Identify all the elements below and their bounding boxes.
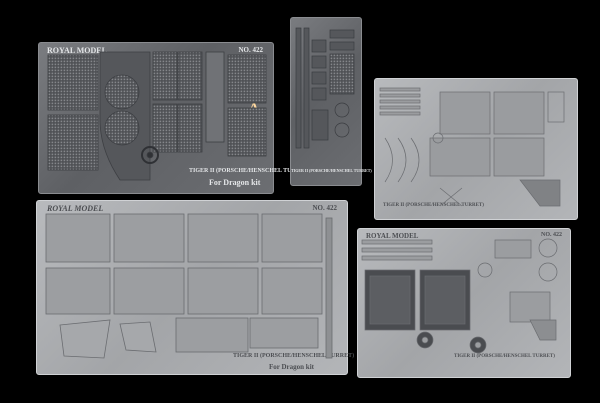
fret-a-title: TIGER II (PORSCHE/HENSCHEL TURRET)	[189, 168, 311, 174]
fret-c-parts	[295, 27, 355, 149]
fret-e-title: TIGER II (PORSCHE/HENSCHEL TURRET)	[454, 354, 555, 359]
fret-e-brand: ROYAL MODEL	[366, 232, 419, 240]
fret-b-title: TIGER II (PORSCHE/HENSCHEL TURRET)	[233, 353, 355, 359]
fret-b-code: NO. 422	[312, 204, 338, 212]
fret-e-parts	[361, 238, 558, 354]
fret-c-title: TIGER II (PORSCHE/HENSCHEL TURRET)	[291, 168, 372, 173]
fret-a-code: NO. 422	[238, 46, 264, 54]
fret-d-title: TIGER II (PORSCHE/HENSCHEL TURRET)	[383, 203, 484, 208]
fret-a-parts	[47, 51, 267, 181]
fret-a-subtitle: For Dragon kit	[209, 178, 261, 187]
fret-a-brand: ROYAL MODEL	[47, 46, 107, 55]
fret-b-brand: ROYAL MODEL	[47, 204, 104, 213]
fret-e-code: NO. 422	[541, 232, 562, 238]
fret-b-subtitle: For Dragon kit	[269, 363, 314, 371]
fret-b-parts	[45, 213, 333, 359]
fret-d-parts	[379, 87, 565, 207]
